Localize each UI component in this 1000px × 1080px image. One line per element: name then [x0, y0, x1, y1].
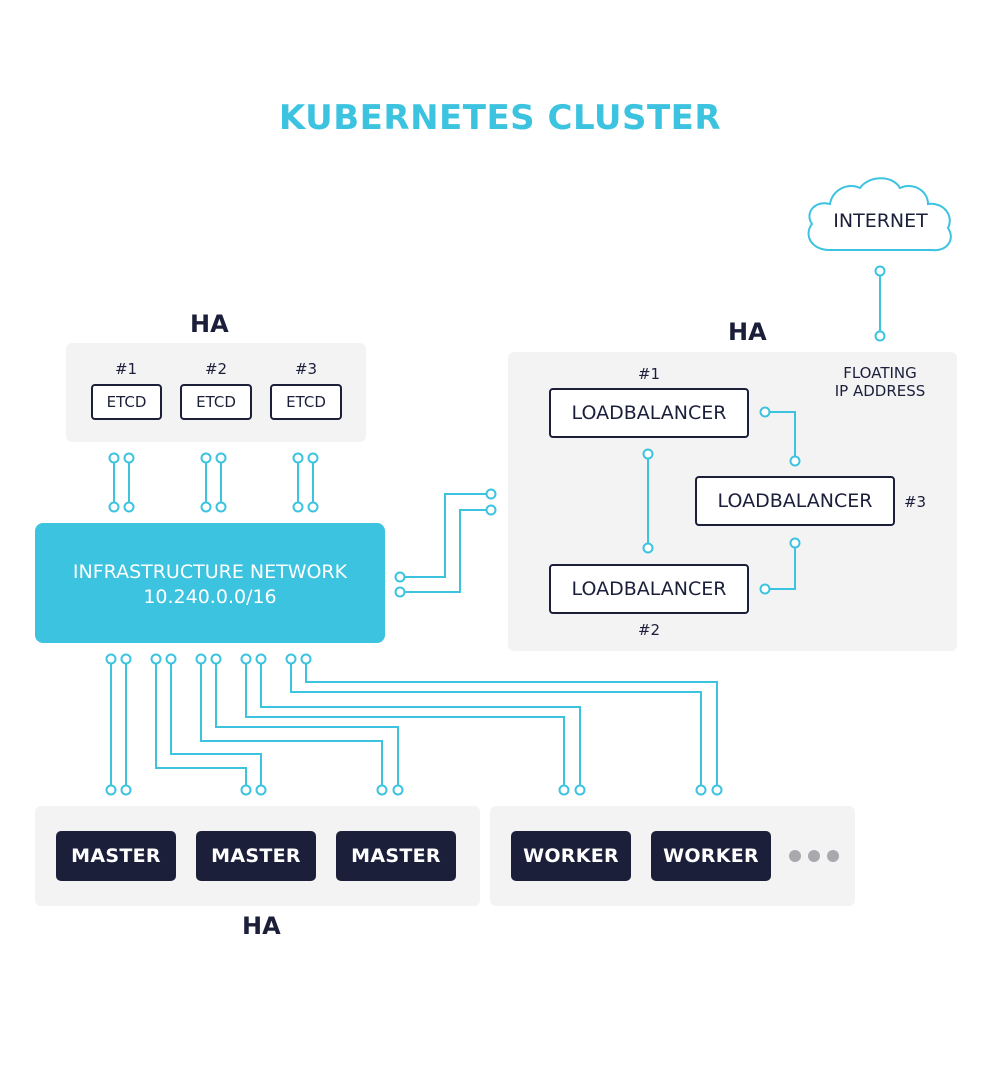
floating-ip-label-line1: FLOATING — [843, 364, 917, 382]
master-node-1[interactable]: MASTER — [56, 831, 176, 881]
wire-network-lb-a — [400, 493, 491, 578]
etcd-3-number: #3 — [294, 360, 318, 378]
etcd-2-number: #2 — [204, 360, 228, 378]
etcd-1-number: #1 — [114, 360, 138, 378]
wire-master2-b — [170, 659, 262, 790]
lb-ha-label: HA — [728, 318, 767, 346]
worker-node-1[interactable]: WORKER — [511, 831, 631, 881]
lb-1-number: #1 — [637, 365, 661, 383]
floating-ip-label: FLOATING IP ADDRESS — [826, 364, 934, 400]
floating-ip-label-line2: IP ADDRESS — [834, 382, 926, 400]
master-node-3[interactable]: MASTER — [336, 831, 456, 881]
wire-worker2-b — [305, 659, 718, 790]
master-ha-label: HA — [242, 912, 281, 940]
wire-network-lb-b — [400, 509, 491, 593]
wire-worker1-b — [260, 659, 581, 790]
infrastructure-network[interactable]: INFRASTRUCTURE NETWORK 10.240.0.0/16 — [35, 523, 385, 643]
worker-node-2[interactable]: WORKER — [651, 831, 771, 881]
lb-2-number: #2 — [637, 621, 661, 639]
wire-master3-b — [215, 659, 399, 790]
etcd-node-1[interactable]: ETCD — [91, 384, 162, 420]
etcd-node-2[interactable]: ETCD — [180, 384, 252, 420]
ellipsis-dot — [789, 850, 801, 862]
loadbalancer-node-3[interactable]: LOADBALANCER — [695, 476, 895, 526]
wire-master3-a — [200, 659, 383, 790]
more-workers-ellipsis-icon — [789, 850, 839, 862]
loadbalancer-node-2[interactable]: LOADBALANCER — [549, 564, 749, 614]
internet-label: INTERNET — [833, 210, 928, 232]
loadbalancer-node-1[interactable]: LOADBALANCER — [549, 388, 749, 438]
diagram-title: KUBERNETES CLUSTER — [278, 98, 722, 138]
wire-worker1-a — [245, 659, 565, 790]
network-cidr: 10.240.0.0/16 — [143, 586, 277, 608]
internet-cloud-icon — [807, 177, 952, 252]
wire-master2-a — [155, 659, 247, 790]
network-name: INFRASTRUCTURE NETWORK — [72, 561, 348, 583]
master-node-2[interactable]: MASTER — [196, 831, 316, 881]
ellipsis-dot — [808, 850, 820, 862]
ellipsis-dot — [827, 850, 839, 862]
lb-3-number: #3 — [903, 493, 927, 511]
wire-worker2-a — [290, 659, 702, 790]
etcd-panel: #1 #2 #3 ETCD ETCD ETCD — [66, 343, 366, 442]
etcd-ha-label: HA — [190, 310, 229, 338]
etcd-node-3[interactable]: ETCD — [270, 384, 342, 420]
